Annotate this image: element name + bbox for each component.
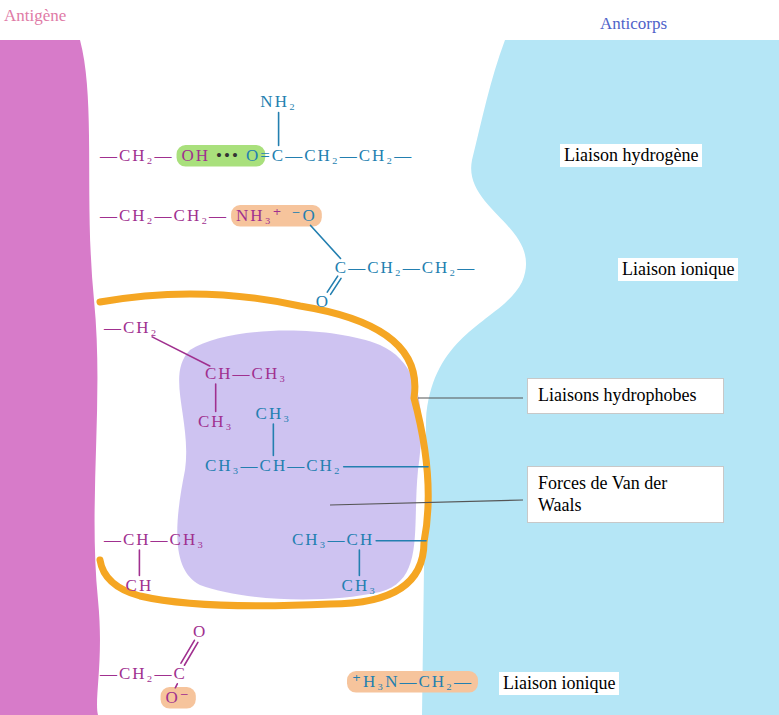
chemical-group: CH—CH₃ (205, 364, 287, 384)
chemical-group: NH₃⁺ (236, 206, 283, 226)
leader-line (418, 397, 523, 398)
single-bond (311, 225, 341, 258)
antigen-surface (0, 40, 100, 715)
antibody-title: Anticorps (600, 14, 667, 34)
chemical-group: —CH—CH₃ (104, 530, 205, 550)
van-der-waals-zone (177, 331, 421, 600)
chemical-group: OH (182, 146, 211, 166)
leader-line (330, 500, 523, 505)
antigen-title: Antigène (4, 6, 66, 26)
bond-label: Liaison hydrogène (560, 144, 702, 167)
double-bond (181, 640, 194, 663)
single-bond (139, 550, 141, 576)
chemical-group: C—CH₂—CH₂— (335, 258, 476, 278)
antibody-surface (422, 40, 779, 715)
chemical-group: CH₃ (342, 576, 378, 596)
hydrogen-bond-dots: ••• (216, 146, 240, 166)
chemical-group: O (316, 292, 330, 312)
bond-highlight (347, 671, 478, 693)
chemical-group: —CH₂ (104, 318, 159, 338)
bond-highlight (231, 205, 322, 227)
bond-label-box: Forces de Van der Waals (527, 466, 724, 523)
bond-label: Liaison ionique (499, 672, 619, 695)
chemical-group: CH₃—CH (292, 530, 374, 550)
chemical-group: CH₃ (198, 412, 234, 432)
single-bond (273, 424, 275, 456)
chemical-group: =C—CH₂—CH₂— (260, 146, 413, 166)
bond-label: Liaison ionique (618, 258, 738, 281)
chemical-group: ⁺H₃N—CH₂— (352, 672, 473, 692)
chemical-group: O (246, 146, 260, 166)
chemical-group: O⁻ (166, 688, 191, 708)
chemical-group: CH₃ (256, 404, 292, 424)
chemical-group: ⁻O (292, 206, 317, 226)
bond-label-box: Liaisons hydrophobes (527, 378, 724, 414)
single-bond (278, 113, 280, 146)
single-bond (344, 466, 428, 468)
single-bond (215, 384, 217, 412)
hydrophobic-outline (100, 294, 428, 606)
chemical-group: —CH₂—CH₂— (100, 206, 228, 226)
chemical-group: NH₂ (260, 92, 296, 112)
bond-highlight (161, 687, 196, 709)
chemical-group: CH₃—CH—CH₂ (205, 456, 342, 476)
chemical-group: O (193, 622, 207, 642)
bond-highlight (177, 145, 266, 167)
single-bond (152, 337, 210, 366)
chemical-group: CH (126, 576, 154, 596)
single-bond (376, 540, 426, 542)
double-bond (327, 276, 337, 292)
chemical-group: —CH₂— (100, 146, 174, 166)
single-bond (359, 550, 361, 576)
chemical-group: —CH₂—C (100, 664, 187, 684)
single-bond (175, 684, 177, 688)
double-bond (331, 278, 341, 294)
